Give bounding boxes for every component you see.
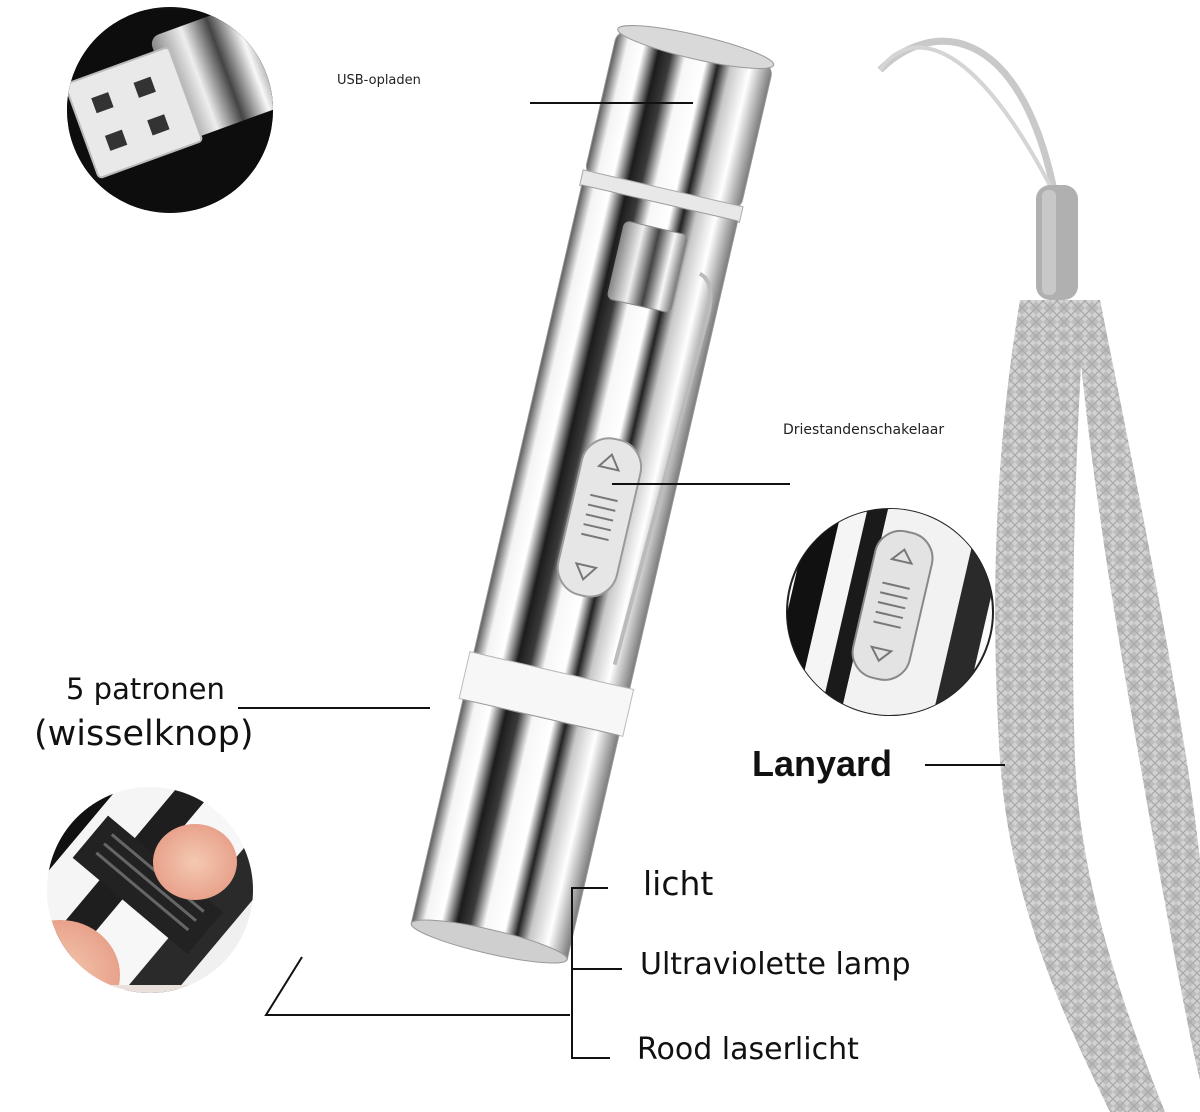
- usb-inset: [67, 7, 273, 213]
- knob-inset: [47, 787, 253, 993]
- five-patterns-label: 5 patronen: [66, 672, 225, 706]
- usb-charging-label: USB-opladen: [337, 73, 421, 88]
- switch-knob-label: (wisselknop): [34, 714, 254, 754]
- three-position-switch-label: Driestandenschakelaar: [783, 422, 945, 438]
- laser-pen-body: [410, 25, 775, 964]
- lanyard-cord: [877, 37, 1200, 1112]
- uv-lamp-label: Ultraviolette lamp: [640, 947, 911, 982]
- switch-inset: [766, 488, 1008, 736]
- red-laser-label: Rood laserlicht: [637, 1032, 859, 1067]
- lanyard-label: Lanyard: [752, 743, 893, 784]
- light-label: licht: [643, 864, 714, 903]
- callout-lines: [238, 102, 1005, 1059]
